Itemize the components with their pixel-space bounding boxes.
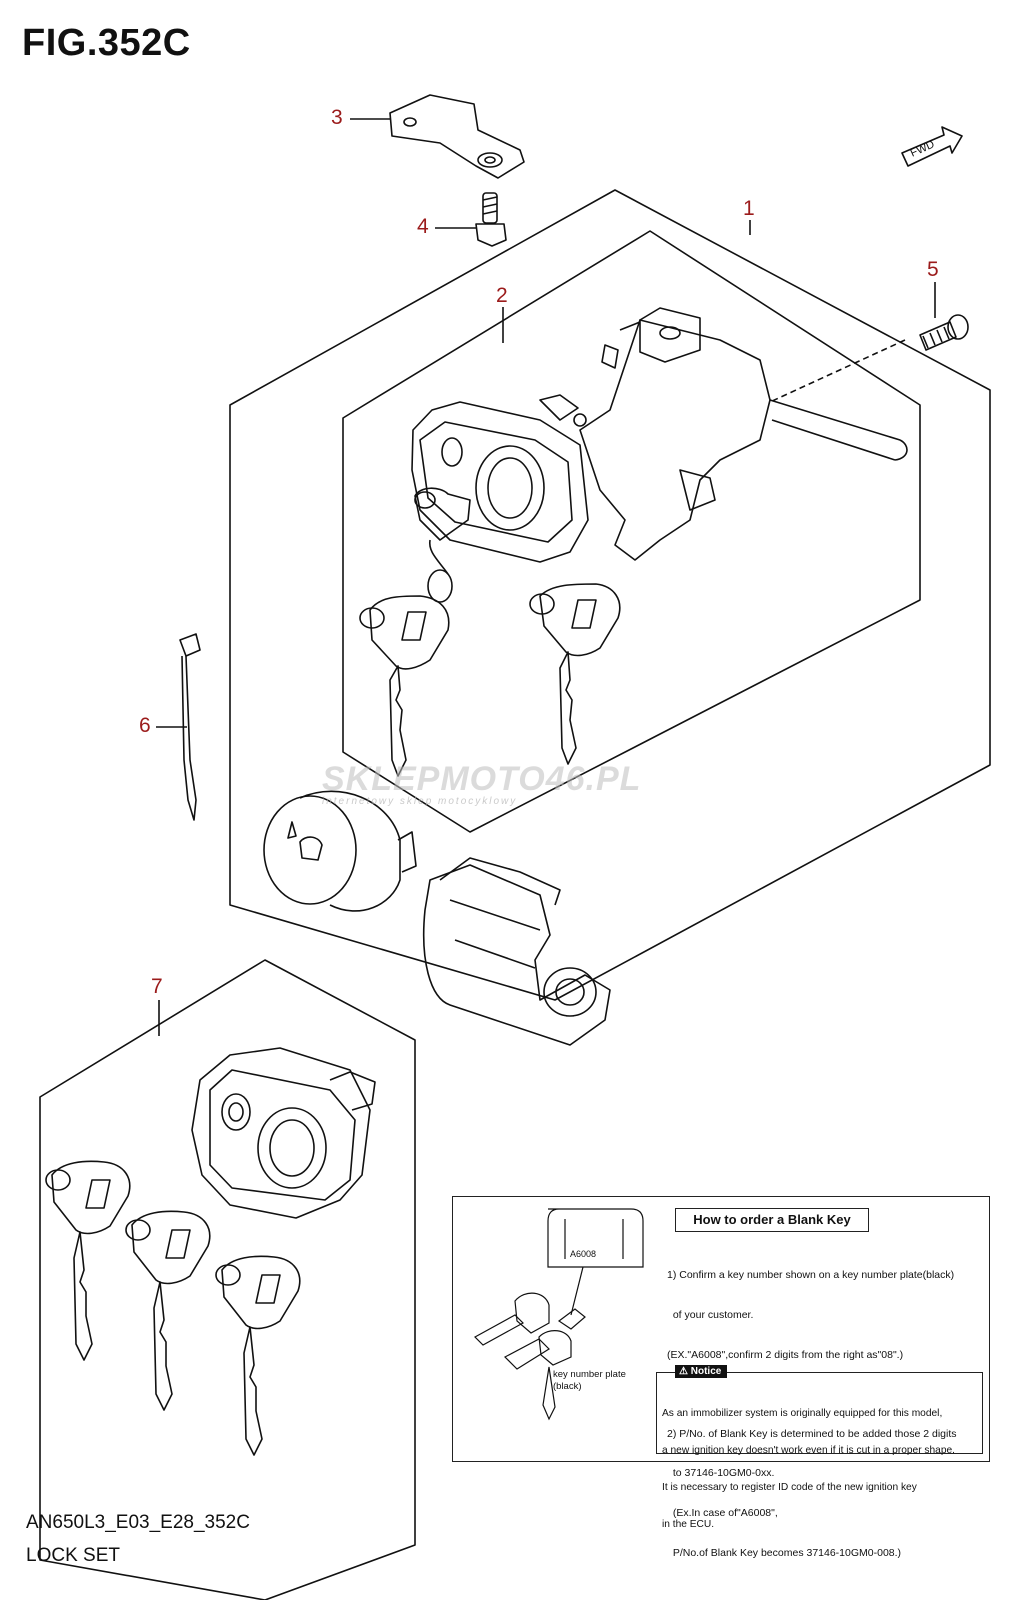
instruction-line: 1) Confirm a key number shown on a key n… bbox=[667, 1269, 955, 1282]
key-plate-code: A6008 bbox=[570, 1249, 597, 1259]
notice-box: ⚠ Notice As an immobilizer system is ori… bbox=[656, 1365, 983, 1530]
instruction-line: to 37146-10GM0-0xx. bbox=[667, 1467, 775, 1480]
ignition-switch bbox=[411, 307, 908, 563]
key-plate-illustration bbox=[474, 1208, 644, 1421]
notice-text: As an immobilizer system is originally e… bbox=[662, 1383, 955, 1557]
callout-5: 5 bbox=[927, 258, 939, 281]
notice-line: in the ECU. bbox=[662, 1519, 715, 1531]
instruction-line: 2) P/No. of Blank Key is determined to b… bbox=[667, 1427, 957, 1440]
instruction-line: of your customer. bbox=[667, 1309, 754, 1321]
fwd-arrow-icon bbox=[901, 126, 963, 167]
bolt-part-4 bbox=[475, 192, 507, 247]
assembly-box-7 bbox=[39, 959, 416, 1600]
seat-lock bbox=[263, 790, 417, 912]
blank-key-info-box: A6008 key number plate (black) How to or… bbox=[452, 1196, 990, 1559]
callout-7: 7 bbox=[151, 975, 163, 998]
instruction-line: (Ex.In case of"A6008", bbox=[667, 1506, 778, 1519]
notice-tag: ⚠ Notice bbox=[675, 1365, 728, 1378]
key-plate-label-line: key number plate bbox=[553, 1369, 626, 1380]
callout-4: 4 bbox=[417, 215, 429, 238]
assembly-box-2 bbox=[342, 230, 921, 833]
callout-6: 6 bbox=[139, 714, 151, 737]
screw-part-5 bbox=[919, 314, 969, 351]
figure-title: FIG.352C bbox=[22, 22, 191, 64]
key-7-c bbox=[215, 1255, 301, 1456]
callout-1: 1 bbox=[743, 197, 755, 220]
key-7-b bbox=[125, 1210, 211, 1411]
cable-tie-part-6 bbox=[179, 633, 201, 821]
callout-2: 2 bbox=[496, 284, 508, 307]
key-7-a bbox=[45, 1160, 131, 1361]
info-box-instructions: 1) Confirm a key number shown on a key n… bbox=[667, 1243, 987, 1586]
figure-code: AN650L3_E03_E28_352C bbox=[26, 1512, 250, 1533]
notice-line: a new ignition key doesn't work even if … bbox=[662, 1445, 956, 1457]
notice-tag-label: Notice bbox=[690, 1366, 722, 1377]
notice-line: It is necessary to register ID code of t… bbox=[662, 1482, 917, 1494]
assembly-box-1 bbox=[229, 189, 991, 1001]
key-plate-label: key number plate (black) bbox=[553, 1369, 626, 1393]
watermark-logo: SKLEPMOTO46.PL bbox=[322, 760, 642, 798]
leader-screw bbox=[769, 339, 906, 403]
instruction-line: (EX."A6008",confirm 2 digits from the ri… bbox=[667, 1348, 904, 1361]
watermark-subtitle: internetowy sklep motocyklowy bbox=[322, 796, 518, 807]
key-right bbox=[529, 583, 621, 765]
bracket-part-3 bbox=[389, 94, 525, 179]
lock-set-part-7 bbox=[191, 1047, 376, 1219]
info-box-title: How to order a Blank Key bbox=[675, 1208, 869, 1232]
notice-line: As an immobilizer system is originally e… bbox=[662, 1407, 943, 1419]
storage-lock bbox=[422, 857, 611, 1046]
warning-icon: ⚠ bbox=[679, 1366, 691, 1377]
instruction-line: P/No.of Blank Key becomes 37146-10GM0-00… bbox=[667, 1546, 902, 1559]
callout-3: 3 bbox=[331, 106, 343, 129]
key-pair-left bbox=[359, 487, 471, 777]
figure-name: LOCK SET bbox=[26, 1545, 120, 1566]
key-plate-label-line: (black) bbox=[553, 1381, 582, 1392]
